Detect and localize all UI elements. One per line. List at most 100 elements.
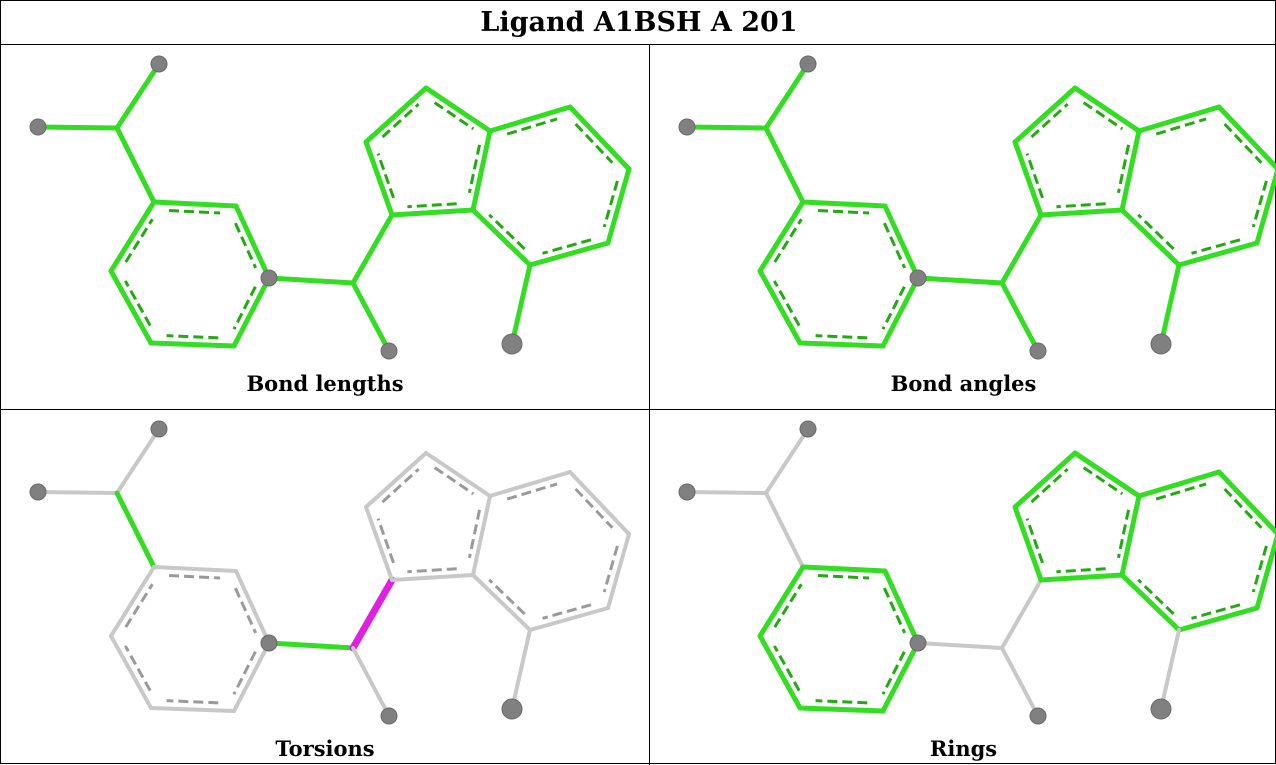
- panel-torsions: Torsions: [1, 410, 649, 765]
- bond-ring_a-r1-r2: [800, 199, 888, 209]
- aromatic-dash-ring_a-r1-r2: [817, 209, 870, 215]
- molecule-view-bond-lengths: [29, 55, 632, 360]
- aromatic-dash-ring_c-q2-q3: [602, 545, 619, 593]
- bond-ring_b-p2-p3: [1012, 450, 1078, 510]
- molecule: [678, 420, 1276, 725]
- aromatic-dash-ring_a-r2-r3: [883, 587, 907, 634]
- panel-bond-angles: Bond angles: [650, 45, 1276, 409]
- aromatic-dash-ring_a-r5-r6: [773, 645, 801, 692]
- aromatic-dash-ring_a-r3-r4: [232, 285, 257, 330]
- bond-ring_c-q3-q4: [1176, 605, 1260, 633]
- aromatic-dash-ring_c-q2-q3: [1251, 545, 1268, 593]
- molecule: [29, 55, 632, 360]
- bond-ring_a-r1-r2: [800, 564, 888, 574]
- aromatic-dash-ring_b-p4-p5: [1116, 509, 1131, 559]
- bond-ph_link-r3-e: [266, 275, 356, 286]
- aromatic-dash-ring_a-r4-r5: [166, 699, 219, 705]
- aromatic-dash-ring_b-p2-p3: [1030, 102, 1069, 139]
- caption-rings: Rings: [929, 736, 998, 761]
- bond-ring_c-p4-q1: [1136, 469, 1222, 499]
- bond-ring_a-r2-r3: [882, 568, 921, 646]
- bond-ring_c-q2-q3: [1254, 532, 1276, 611]
- aromatic-dash-ring_b-p1-p2: [1025, 153, 1044, 199]
- aromatic-dash-ring_a-r4-r5: [166, 334, 219, 340]
- caption-bond-lengths: Bond lengths: [246, 371, 404, 396]
- aromatic-dash-ring_b-p5-p1: [407, 567, 457, 574]
- aromatic-dash-ring_c-q1-q2: [574, 487, 614, 529]
- atom-f: [380, 707, 398, 725]
- bond-sub2-a-c: [684, 124, 769, 131]
- aromatic-dash-ring_a-r6-r1: [773, 583, 803, 628]
- bond-ring_c-q2-q3: [1254, 167, 1276, 246]
- aromatic-dash-ring_b-p4-p5: [1116, 144, 1131, 194]
- aromatic-dash-ring_a-r6-r1: [124, 583, 154, 628]
- bond-ring_a-r2-r3: [234, 569, 271, 645]
- aromatic-dash-ring_c-q1-q2: [1223, 487, 1263, 529]
- atom-b: [150, 420, 168, 438]
- bond-ring_a-r5-r6: [108, 268, 154, 346]
- bond-sub1-a-b: [114, 61, 162, 131]
- bond-ring_b-p3-p4: [1072, 450, 1142, 499]
- aromatic-dash-ring_c-q4-p5: [1137, 578, 1175, 616]
- bond-ring_b-p4-p5: [471, 494, 492, 577]
- caption-bond-angles: Bond angles: [890, 371, 1037, 396]
- column-divider: [649, 45, 650, 765]
- aromatic-dash-ring_a-r2-r3: [234, 222, 258, 269]
- aromatic-dash-ring_b-p5-p1: [1056, 202, 1106, 209]
- aromatic-dash-ring_c-p4-q1: [1155, 117, 1207, 136]
- bond-ring_a-r4-r5: [149, 706, 236, 713]
- aromatic-dash-ring_b-p3-p4: [433, 466, 475, 496]
- bond-ring_c-q1-q2: [1216, 469, 1276, 536]
- bond-ring_c-q3-q4: [1176, 240, 1260, 268]
- bond-bridge-e-p1: [999, 212, 1044, 286]
- bond-ring_a-r4-r5: [797, 340, 886, 349]
- panel-rings: Rings: [650, 410, 1276, 765]
- aromatic-dash-ring_b-p1-p2: [376, 153, 395, 199]
- aromatic-dash-ring_a-r5-r6: [124, 645, 152, 692]
- bond-ring_a-r1-r2: [152, 565, 238, 573]
- atom-c: [678, 118, 696, 136]
- aromatic-dash-ring_c-p4-q1: [506, 482, 558, 501]
- bond-ring_b-p5-p1: [1038, 207, 1125, 218]
- aromatic-dash-ring_c-q4-p5: [1137, 213, 1175, 251]
- row-divider: [1, 409, 1276, 410]
- bond-sub1-a-b: [763, 61, 811, 131]
- bond-ring_b-p2-p3: [1012, 85, 1078, 145]
- atom-r3: [909, 634, 927, 652]
- aromatic-dash-ring_b-p1-p2: [1025, 518, 1044, 564]
- bond-ring_c-q1-q2: [567, 104, 632, 172]
- aromatic-dash-ring_a-r4-r5: [815, 334, 868, 340]
- atom-g: [501, 698, 523, 720]
- atom-r3: [909, 269, 927, 287]
- bond-bridge-e-p1: [350, 212, 395, 286]
- bond-ring_a-r2-r3: [882, 203, 921, 281]
- atom-r3: [260, 269, 278, 287]
- atom-c: [678, 483, 696, 501]
- bond-ring_c-q1-q2: [1216, 104, 1276, 171]
- aromatic-dash-ring_a-r3-r4: [881, 650, 906, 695]
- bond-ring_c-q4-p5: [1119, 207, 1182, 268]
- bond-ring_c-p4-q1: [487, 104, 573, 134]
- aromatic-dash-ring_a-r2-r3: [234, 587, 258, 634]
- aromatic-dash-ring_a-r3-r4: [881, 285, 906, 330]
- caption-torsions: Torsions: [275, 736, 375, 761]
- aromatic-dash-ring_a-r6-r1: [773, 218, 803, 263]
- aromatic-dash-ring_c-q3-q4: [542, 238, 592, 255]
- bond-ring_a-r3-r4: [880, 275, 921, 349]
- aromatic-dash-ring_c-p4-q1: [1155, 482, 1207, 501]
- bond-sub2-a-c: [35, 124, 120, 131]
- atom-c: [29, 118, 47, 136]
- bond-sub2-a-c: [685, 490, 768, 495]
- aromatic-dash-ring_c-q2-q3: [1251, 180, 1268, 228]
- bond-ring_c-p4-q1: [1136, 104, 1222, 134]
- bond-ring_b-p1-p2: [1012, 504, 1044, 583]
- bond-ring_c-q4-p5: [1119, 572, 1182, 633]
- bond-ring_c-p4-q1: [488, 470, 572, 498]
- bond-ring_a-r6-r1: [109, 565, 156, 638]
- bond-ring_c-q3-q4: [527, 240, 611, 268]
- bond-ring_c-q2-q3: [605, 166, 632, 246]
- atom-r3: [260, 634, 278, 652]
- aromatic-dash-ring_a-r4-r5: [815, 699, 868, 705]
- bond-ph_link-r3-e: [266, 640, 356, 651]
